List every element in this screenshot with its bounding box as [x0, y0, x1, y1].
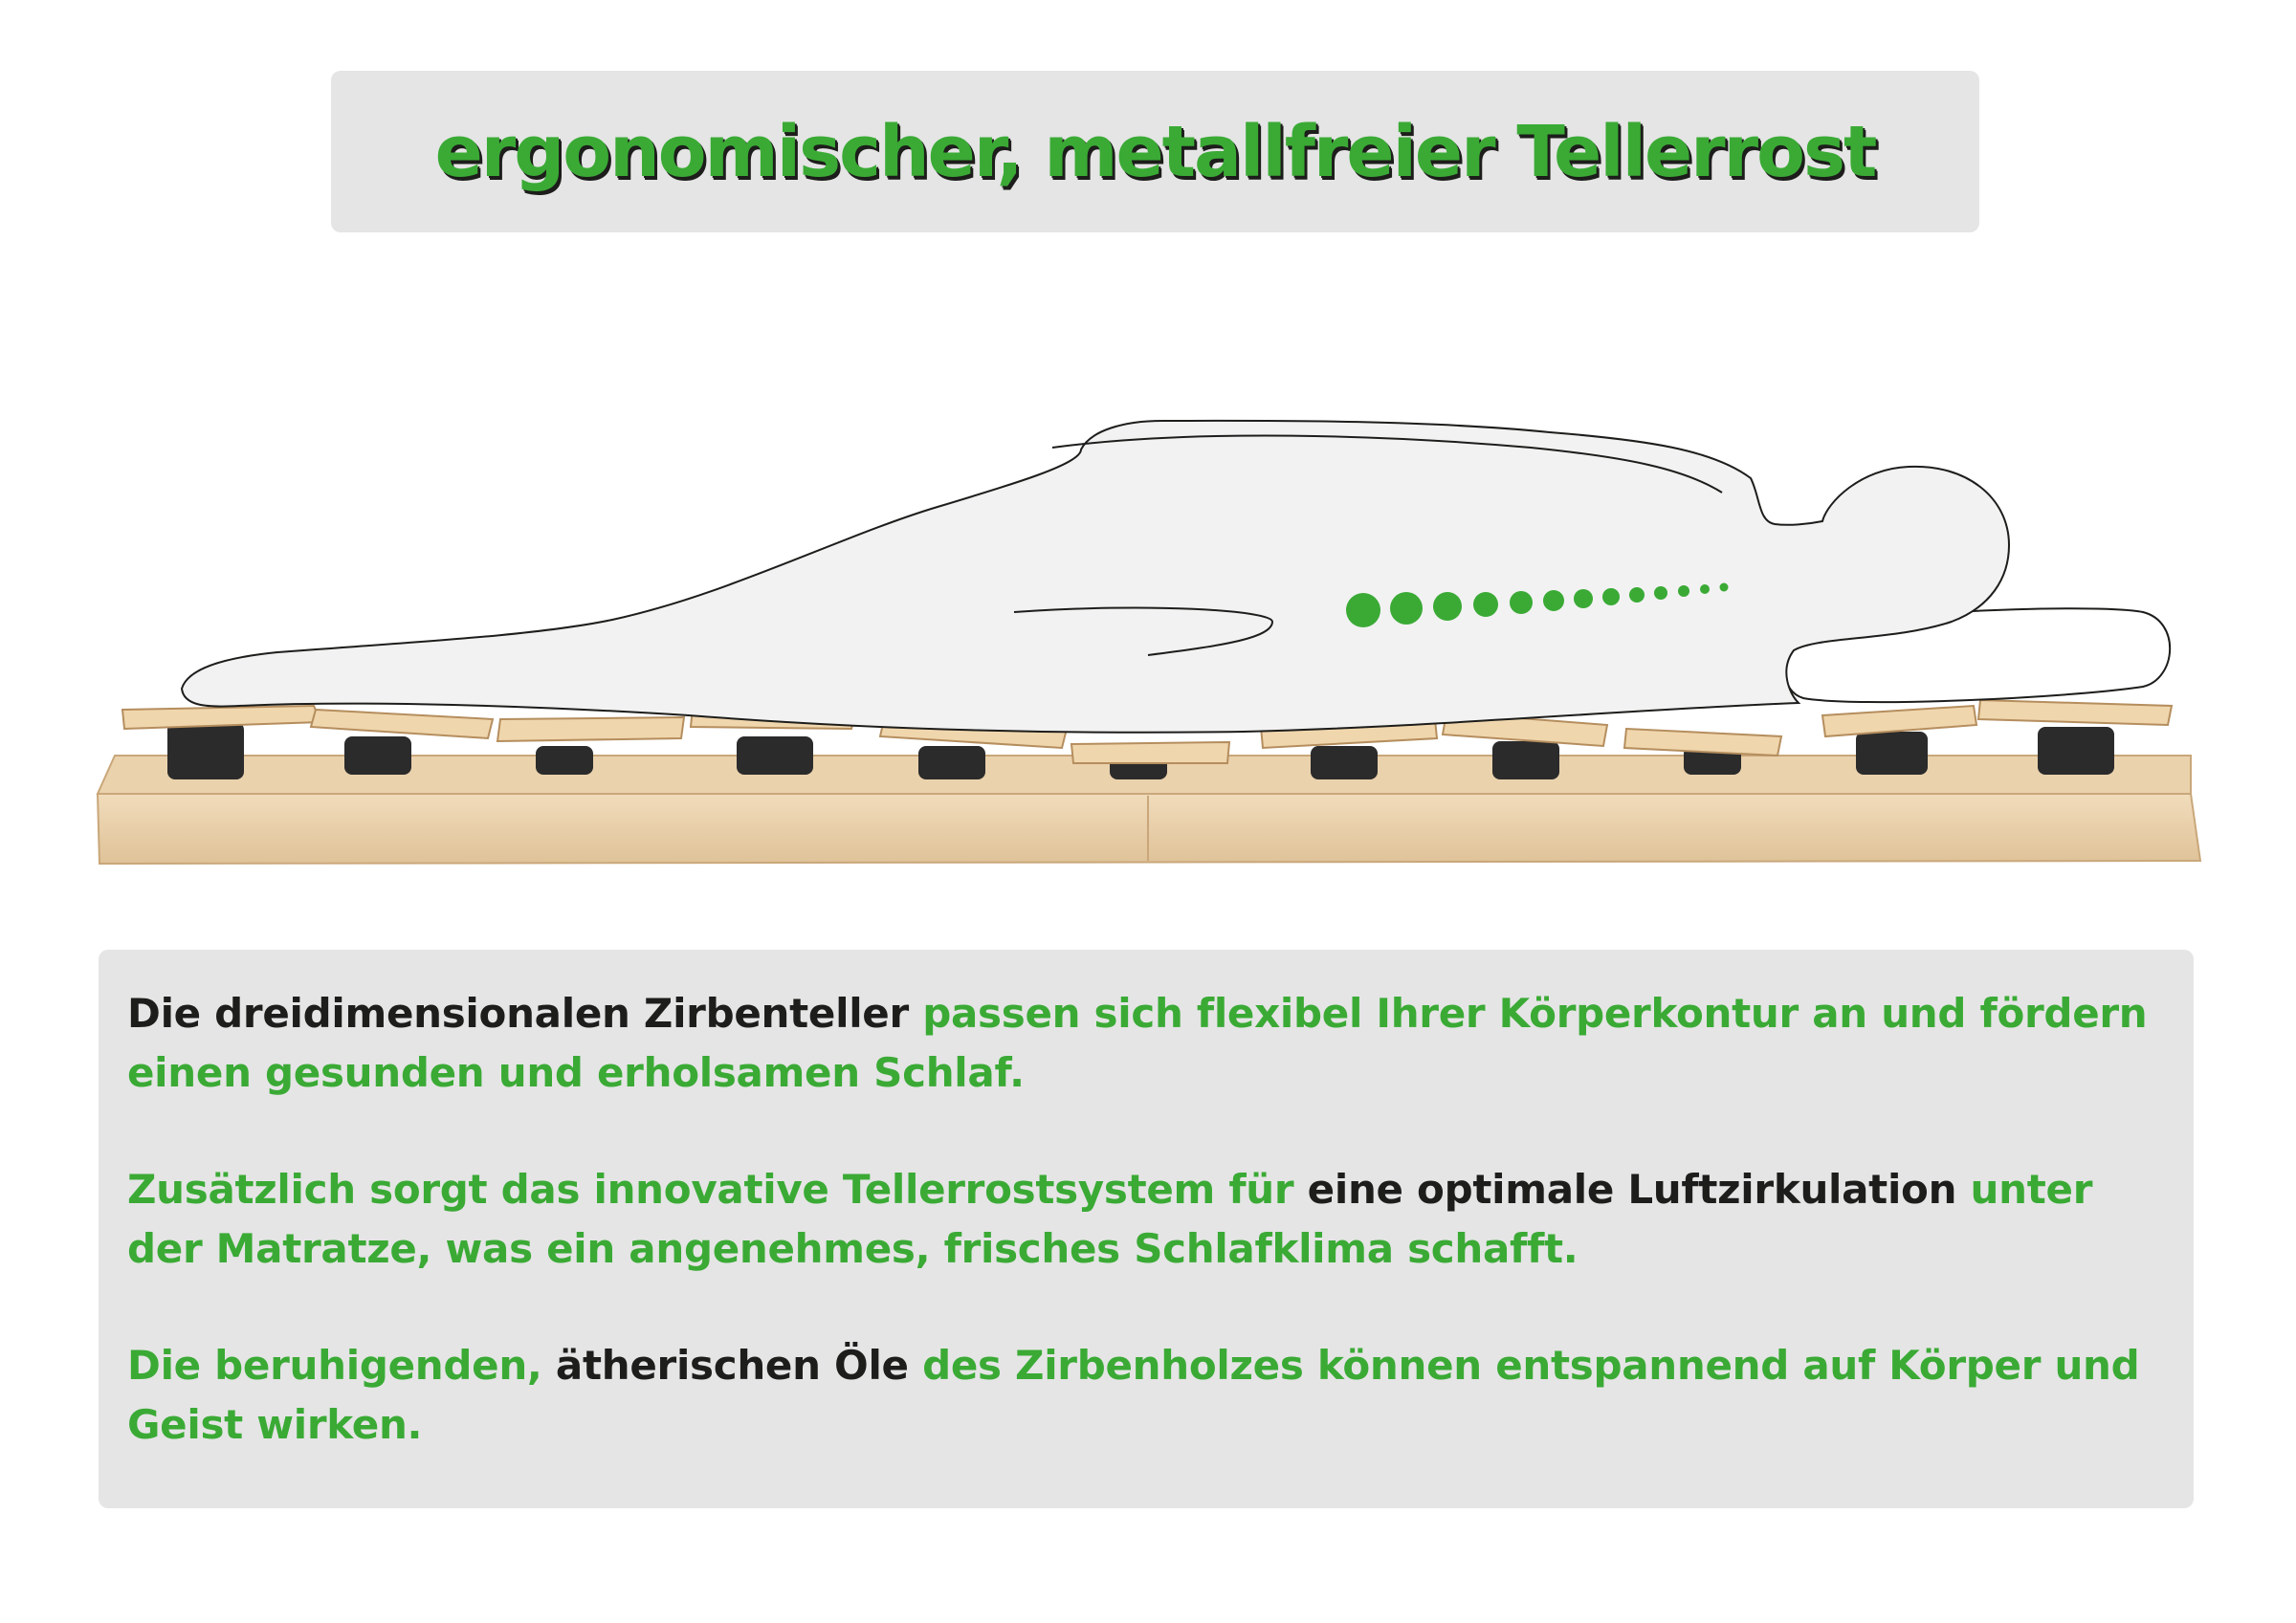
- paragraph-2-text-start: Zusätzlich sorgt das innovative Tellerro…: [127, 1166, 1294, 1213]
- paragraph-3-highlight: ätherischen Öle: [555, 1342, 909, 1389]
- paragraph-2-text-end: unter der Matratze, was ein angenehmes, …: [127, 1166, 2093, 1272]
- plate-supports: [167, 722, 2114, 779]
- hip-outline: [1013, 606, 1274, 656]
- paragraph-3-text-end: des Zirbenholzes können entspannend auf …: [127, 1342, 2140, 1448]
- paragraph-2-highlight: eine optimale Luftzirkulation: [1307, 1166, 1957, 1213]
- body-silhouette: [180, 419, 2011, 734]
- paragraph-1-text: passen sich flexibel Ihrer Körperkontur …: [127, 990, 2148, 1096]
- wooden-frame: [96, 755, 2202, 866]
- spine-dots: [1346, 582, 1729, 627]
- wood-plates: [121, 698, 2174, 779]
- arm-outline: [1051, 434, 1723, 493]
- paragraph-1: Die dreidimensionalen Zirbenteller passe…: [127, 984, 2167, 1103]
- description-panel: Die dreidimensionalen Zirbenteller passe…: [99, 950, 2194, 1508]
- paragraph-2: Zusätzlich sorgt das innovative Tellerro…: [127, 1160, 2167, 1279]
- paragraph-3: Die beruhigenden, ätherischen Öle des Zi…: [127, 1336, 2167, 1455]
- paragraph-1-highlight: Die dreidimensionalen Zirbenteller: [127, 990, 909, 1037]
- slatted-frame-illustration: [96, 419, 2202, 866]
- page-title: ergonomischer, metallfreier Tellerrost: [434, 110, 1878, 193]
- title-banner: ergonomischer, metallfreier Tellerrost: [331, 71, 1979, 232]
- paragraph-3-text-start: Die beruhigenden,: [127, 1342, 542, 1389]
